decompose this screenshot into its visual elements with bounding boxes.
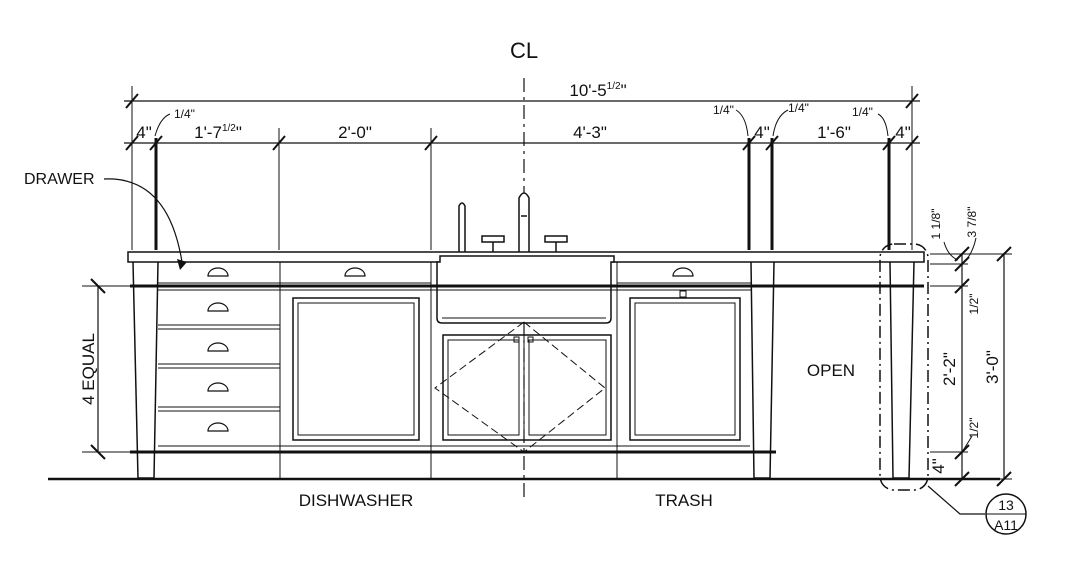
dim-4in-mid: 4" [754,123,770,142]
drawer-pulls [207,267,694,432]
dim-2ft0: 2'-0" [338,123,372,142]
detail-sheet: A11 [994,517,1018,533]
pull-icon [207,302,229,312]
open-label: OPEN [807,361,855,380]
left-vertical-dimension: 4 EQUAL [79,278,130,460]
sink-base-doors [434,321,612,453]
pull-icon [344,267,366,277]
dim-3-7-8: 3 7/8" [965,207,979,238]
quarter-note-3: 1/4" [788,101,809,115]
trash-label: TRASH [655,491,713,510]
pull-icon [672,267,694,277]
overall-dimension-whole: 10'-5 [569,81,606,100]
centerline-symbol: CL [510,38,538,63]
dim-base-4in: 4" [929,458,948,474]
dim-1ft6: 1'-6" [817,123,851,142]
open-bay: OPEN [807,243,929,491]
dim-4in-right: 4" [895,123,911,142]
trash-panel [629,290,741,441]
dim-1-1-8: 1 1/8" [929,209,943,240]
overall-dimension-label: 10'-51/2" [569,81,626,100]
drawer-note-label: DRAWER [24,171,95,188]
dim-2ft2: 2'-2" [940,352,959,386]
drawer-note: DRAWER [24,171,187,270]
detail-callout[interactable]: 13 A11 [927,485,1027,535]
dim-1ft7half: 1'-71/2" [194,123,242,142]
pull-icon [207,382,229,392]
right-vertical-dimensions: 1 1/8" 3 7/8" 1/2" 2'-2" 1/2" 4" 3'-0" [929,207,1012,487]
overall-dimension-fraction: 1/2 [607,81,621,92]
quarter-note-2: 1/4" [713,103,734,117]
dim-half-bottom: 1/2" [967,418,981,439]
quarter-note-4: 1/4" [852,105,873,119]
pull-icon [207,267,229,277]
pull-icon [207,422,229,432]
dim-3ft0: 3'-0" [983,350,1002,384]
overall-dimension: 10'-51/2" [124,81,920,250]
dishwasher-panel [292,297,420,441]
dim-1ft7half-fraction: 1/2 [222,123,236,134]
dim-4in-left: 4" [136,123,152,142]
dim-half-top: 1/2" [967,294,981,315]
drawer-stack [158,324,280,412]
dim-1ft7half-close: " [236,123,242,142]
detail-number: 13 [998,497,1014,513]
pull-icon [207,342,229,352]
dim-4ft3: 4'-3" [573,123,607,142]
dishwasher-label: DISHWASHER [299,491,414,510]
quarter-note-1: 1/4" [174,107,195,121]
overall-dimension-close: " [621,81,627,100]
four-equal-label: 4 EQUAL [79,333,98,405]
faucet [458,192,568,252]
dim-1ft7half-whole: 1'-7 [194,123,222,142]
segment-dimensions: 4" 1'-71/2" 2'-0" 4'-3" 4" 1'-6" 4" 1/4"… [124,101,920,250]
